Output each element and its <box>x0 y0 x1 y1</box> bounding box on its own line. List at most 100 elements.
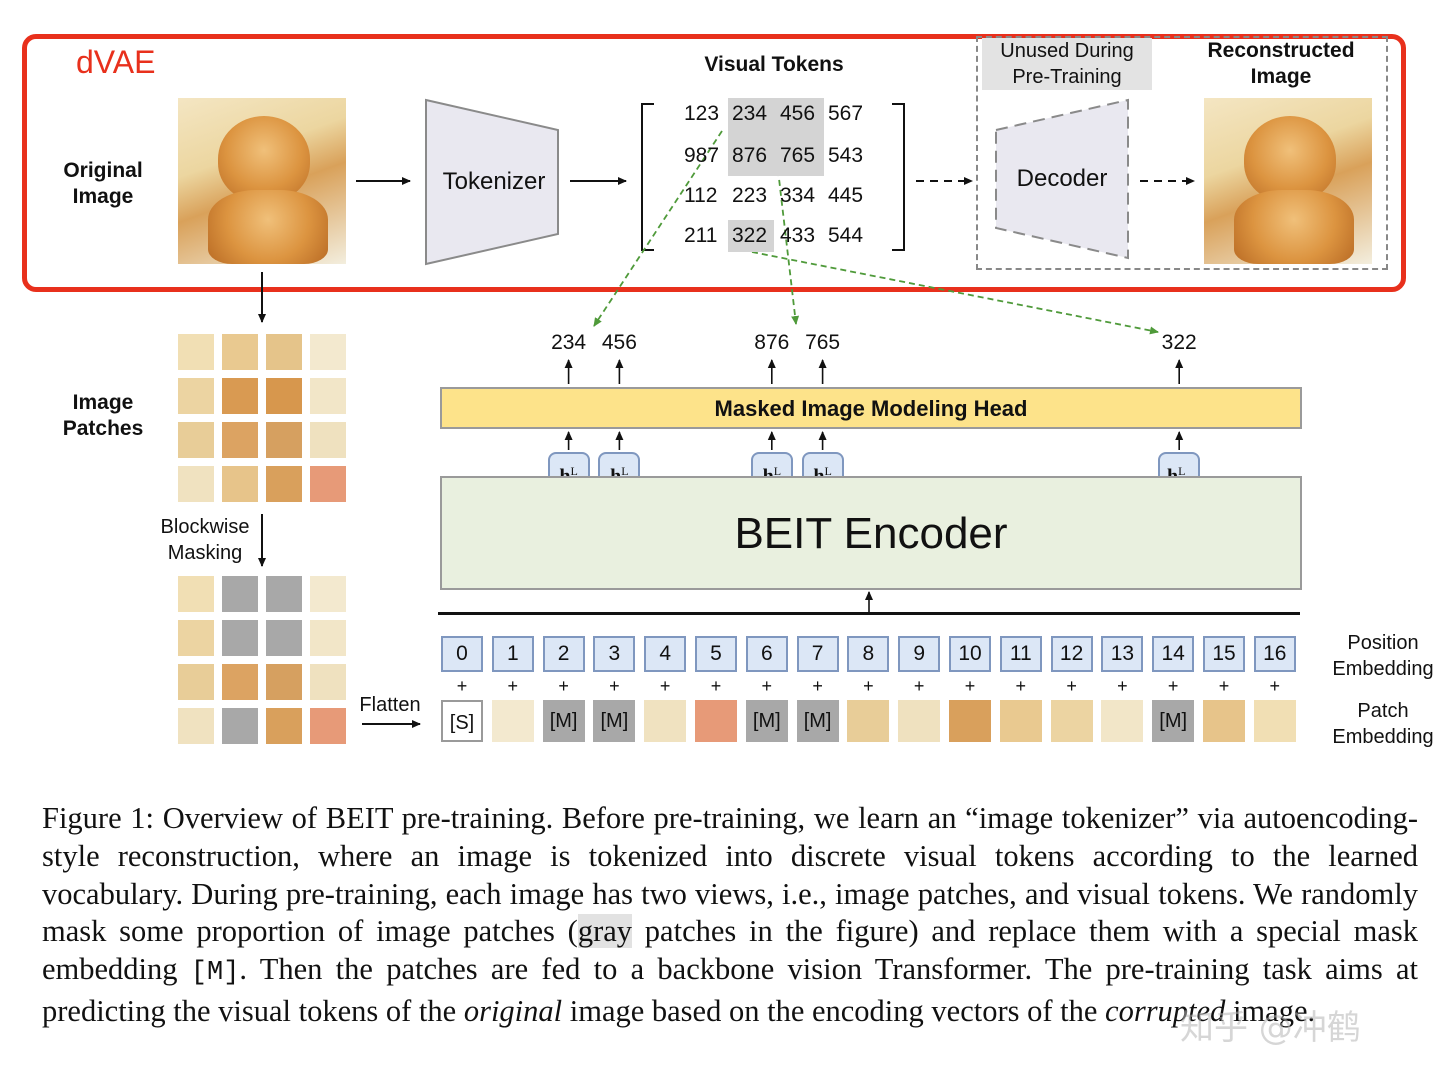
visible-patch <box>178 708 214 744</box>
hidden-state-layer: L <box>824 464 832 478</box>
position-embedding-box: 15 <box>1203 636 1245 672</box>
hidden-state-layer: L <box>1178 464 1186 478</box>
plus-sign: + <box>812 676 823 696</box>
masked-patches-grid <box>178 576 346 744</box>
position-embedding-box: 9 <box>898 636 941 672</box>
visual-token: 567 <box>828 102 864 125</box>
patch-token <box>491 700 534 742</box>
image-patch <box>310 466 346 502</box>
watermark: 知乎 @冲鹤 <box>1180 1008 1361 1048</box>
visible-patch <box>310 664 346 700</box>
mask-token: [M] <box>593 700 636 742</box>
blockwise-masking-label: Blockwise Masking <box>160 516 250 564</box>
patch-token <box>999 700 1042 742</box>
plus-sign: + <box>710 676 722 696</box>
visible-patch <box>310 620 346 656</box>
patch-token <box>898 700 941 742</box>
dog-body <box>208 190 328 264</box>
plus-sign: + <box>863 676 874 696</box>
masked-patch <box>266 620 302 656</box>
mask-token: [M] <box>796 700 839 742</box>
plus-sign: + <box>1066 676 1077 696</box>
plus-sign: + <box>1218 676 1230 696</box>
visual-token: 112 <box>684 184 718 207</box>
dvae-frame <box>22 34 1406 292</box>
image-patch <box>266 466 302 502</box>
patch-token <box>847 700 890 742</box>
position-embedding-box: 4 <box>644 636 687 672</box>
hidden-state-layer: L <box>773 464 782 478</box>
input-bar-line <box>438 612 1300 615</box>
predicted-token: 322 <box>1161 331 1197 354</box>
position-embedding-box: 16 <box>1253 636 1296 672</box>
beit-encoder: BEIT Encoder <box>440 476 1302 590</box>
masked-patch <box>222 708 258 744</box>
caption-italic-original: original <box>463 993 563 1028</box>
tokens-left-bracket <box>641 103 654 251</box>
image-patch <box>178 378 214 414</box>
position-embedding-box: 5 <box>695 636 737 672</box>
image-patch <box>266 422 302 458</box>
plus-sign: + <box>1117 676 1128 696</box>
caption-gray-word: gray <box>577 914 633 949</box>
visual-token: 234 <box>732 102 768 125</box>
visible-patch <box>310 576 346 612</box>
image-patch <box>178 466 214 502</box>
position-embedding-label: Position Embedding <box>1332 632 1434 680</box>
hidden-state-layer: L <box>621 464 629 478</box>
image-patch <box>310 422 346 458</box>
decoder-label: Decoder <box>1016 165 1108 192</box>
visual-token: 765 <box>780 144 816 167</box>
position-embedding-box: 3 <box>593 636 636 672</box>
mask-token: [M] <box>745 700 788 742</box>
position-embedding-box: 12 <box>1050 636 1093 672</box>
hidden-state-layer: L <box>570 464 578 478</box>
image-patch <box>178 422 214 458</box>
visible-patch <box>266 664 302 700</box>
unused-dashed-frame <box>976 36 1388 270</box>
reconstructed-image-label: Reconstructed Image <box>1207 39 1355 88</box>
position-embedding-box: 13 <box>1101 636 1144 672</box>
dog-head <box>218 116 310 202</box>
visual-token: 334 <box>780 184 816 207</box>
tokens-right-bracket <box>892 103 905 251</box>
position-embedding-box: 6 <box>745 636 788 672</box>
dvae-title: dVAE <box>76 44 156 80</box>
unused-during-pretraining-label: Unused During Pre-Training <box>982 38 1152 90</box>
caption-part5: image. <box>1225 993 1316 1028</box>
patch-token <box>1101 700 1144 742</box>
plus-sign: + <box>558 676 569 696</box>
image-patch <box>266 378 302 414</box>
visible-patch <box>178 576 214 612</box>
plus-sign: + <box>659 676 671 696</box>
caption-mask-token: [M] <box>190 958 240 989</box>
green-arrow-876 <box>777 169 800 325</box>
tokenizer-label: Tokenizer <box>442 168 546 195</box>
position-embedding-box: 11 <box>999 636 1042 672</box>
image-patches-label: Image Patches <box>62 391 144 440</box>
image-patch <box>310 334 346 370</box>
visual-token: 322 <box>732 224 768 247</box>
image-patch <box>222 466 258 502</box>
image-patch <box>266 334 302 370</box>
visual-token: 223 <box>732 184 768 207</box>
patch-token <box>1203 700 1245 742</box>
position-embedding-box: 8 <box>847 636 890 672</box>
green-arrow-234 <box>593 130 723 327</box>
masked-patch <box>222 576 258 612</box>
predicted-token: 456 <box>601 331 637 354</box>
token-highlight-row1 <box>728 136 824 176</box>
decoder-shape <box>995 98 1129 260</box>
caption-italic-corrupted: corrupted <box>1105 993 1226 1028</box>
visual-token: 543 <box>828 144 864 167</box>
position-embedding-box: 0 <box>441 636 483 672</box>
green-arrow-322 <box>751 251 1159 335</box>
mask-token: [M] <box>542 700 585 742</box>
patch-token <box>1253 700 1296 742</box>
masked-patch <box>266 576 302 612</box>
patch-token <box>644 700 687 742</box>
plus-sign: + <box>1167 676 1179 696</box>
visual-token: 123 <box>684 102 720 125</box>
blockwise-arrow-svg <box>258 514 266 567</box>
